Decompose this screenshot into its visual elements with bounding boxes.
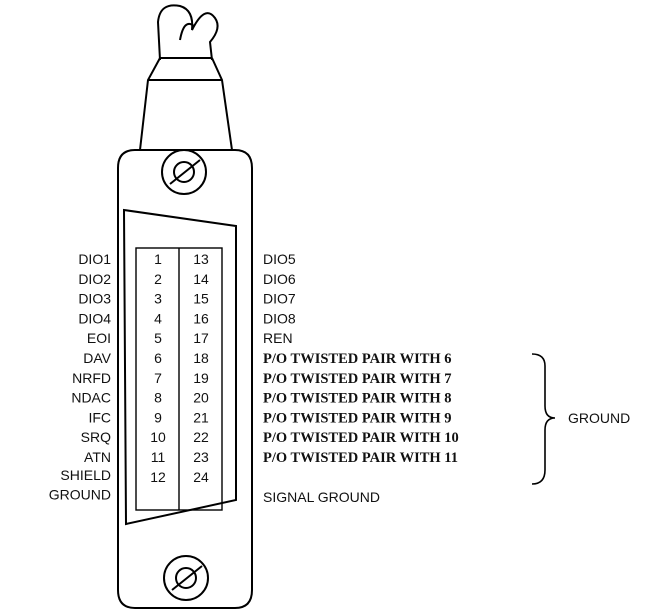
right-signal-label: DIO5 <box>263 251 296 267</box>
pin-number: 17 <box>193 330 209 346</box>
left-signal-label: IFC <box>88 409 111 425</box>
pin-number: 24 <box>193 469 209 485</box>
signal-ground-label: SIGNAL GROUND <box>263 489 380 505</box>
left-signal-label: NRFD <box>72 370 111 386</box>
left-signal-label: ATN <box>84 449 111 465</box>
pin-number: 3 <box>154 291 162 307</box>
pin-number: 14 <box>193 271 209 287</box>
right-signal-label: DIO6 <box>263 271 296 287</box>
twisted-pair-label: P/O TWISTED PAIR WITH 8 <box>263 391 452 407</box>
ground-brace-label: GROUND <box>568 410 630 426</box>
pin-number: 9 <box>154 409 162 425</box>
twisted-pair-label: P/O TWISTED PAIR WITH 11 <box>263 450 458 466</box>
pin-number: 7 <box>154 370 162 386</box>
pin-number: 6 <box>154 350 162 366</box>
left-signal-label: EOI <box>87 330 111 346</box>
ground-brace <box>531 353 556 485</box>
twisted-pair-label: P/O TWISTED PAIR WITH 10 <box>263 430 459 446</box>
twisted-pair-label: P/O TWISTED PAIR WITH 6 <box>263 351 452 367</box>
pin-number: 20 <box>193 390 209 406</box>
left-signal-label: GROUND <box>49 487 111 503</box>
left-signal-label: DAV <box>83 350 111 366</box>
pin-number: 10 <box>150 429 166 445</box>
pin-number: 11 <box>151 449 166 465</box>
connector-housing <box>117 149 253 609</box>
bottom-screw-icon <box>163 555 209 601</box>
pin-number: 8 <box>154 390 162 406</box>
right-signal-label: DIO8 <box>263 310 296 326</box>
pin-number: 21 <box>193 409 209 425</box>
pin-number: 5 <box>154 330 162 346</box>
left-signal-label: DIO1 <box>78 251 111 267</box>
twisted-pair-labels: P/O TWISTED PAIR WITH 6 P/O TWISTED PAIR … <box>263 351 459 466</box>
pin-number: 2 <box>154 271 162 287</box>
pin-face <box>122 208 237 526</box>
pin-number: 1 <box>154 251 162 267</box>
cable <box>139 4 233 151</box>
pin-number: 12 <box>150 469 166 485</box>
top-screw-icon <box>161 149 207 195</box>
right-signal-label: REN <box>263 330 293 346</box>
pin-number: 4 <box>154 310 162 326</box>
left-signal-label: DIO2 <box>78 271 111 287</box>
pin-number: 19 <box>193 370 209 386</box>
left-signal-label: SRQ <box>81 429 111 445</box>
pin-number: 22 <box>193 429 209 445</box>
pin-number: 18 <box>193 350 209 366</box>
pin-number: 15 <box>193 291 209 307</box>
left-signal-label: DIO3 <box>78 291 111 307</box>
left-signal-label: DIO4 <box>78 310 111 326</box>
pin-number: 16 <box>193 310 209 326</box>
twisted-pair-label: P/O TWISTED PAIR WITH 7 <box>263 371 452 387</box>
pin-number: 13 <box>193 251 209 267</box>
pin-number: 23 <box>193 449 209 465</box>
left-signal-label: NDAC <box>71 390 111 406</box>
twisted-pair-label: P/O TWISTED PAIR WITH 9 <box>263 410 452 426</box>
right-pin-numbers: 13 14 15 16 17 18 19 20 21 22 23 24 <box>193 251 209 485</box>
right-signal-label: DIO7 <box>263 291 296 307</box>
left-signal-label: SHIELD <box>60 467 111 483</box>
